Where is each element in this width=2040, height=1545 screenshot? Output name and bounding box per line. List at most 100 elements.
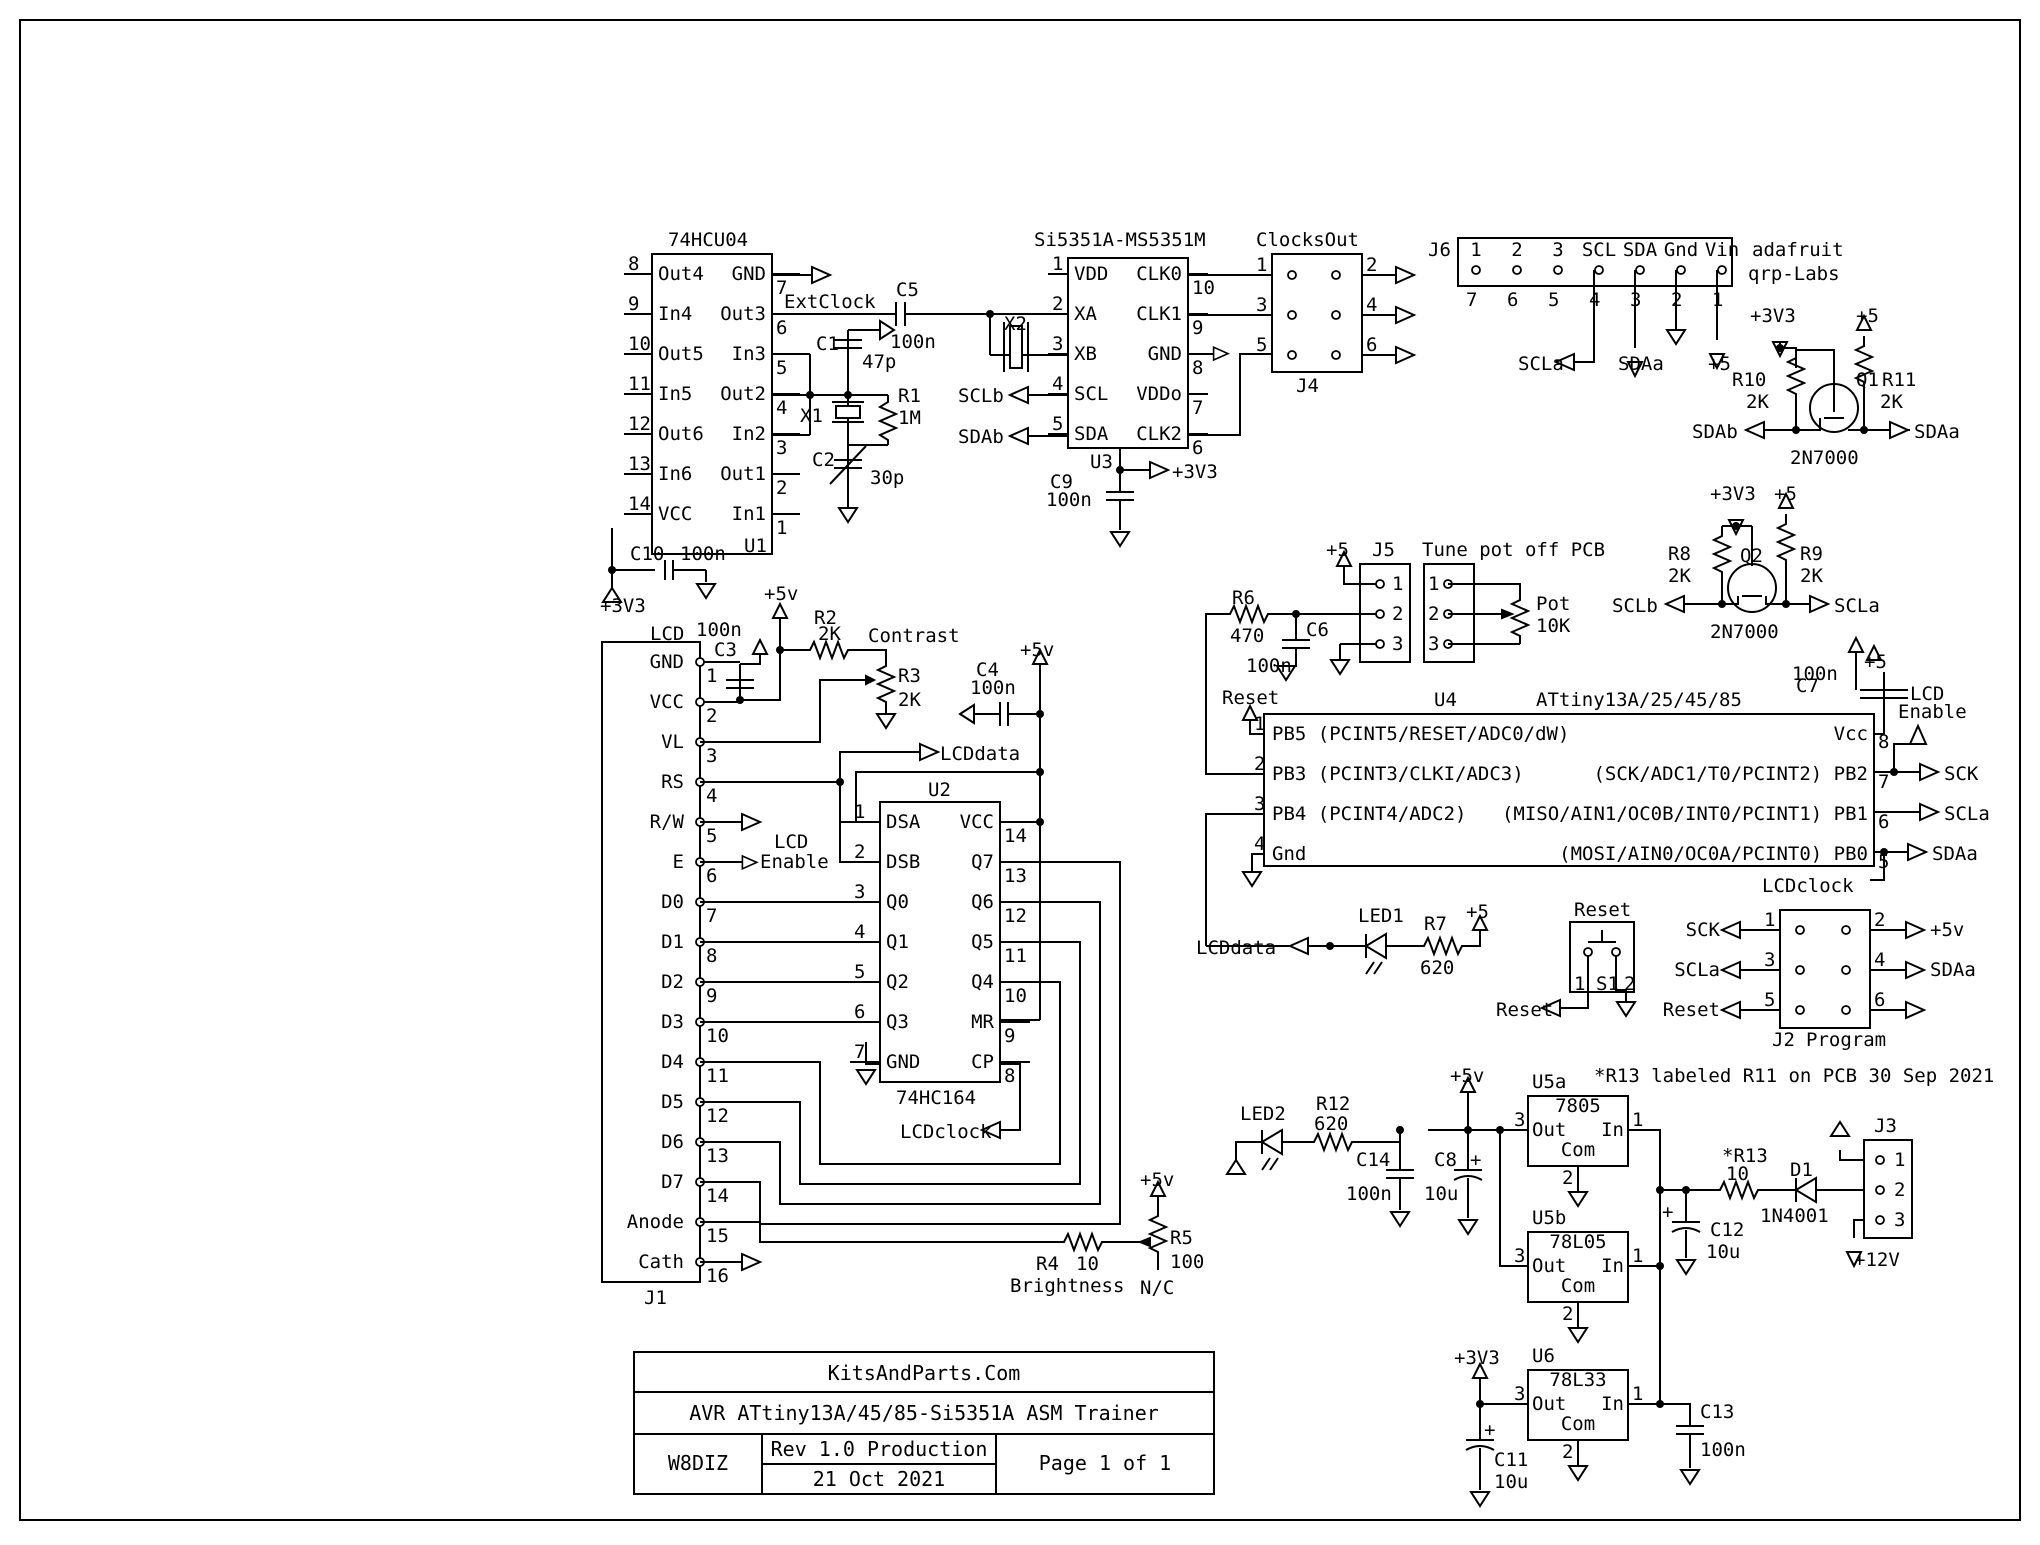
j1-pin-name-6: E bbox=[673, 851, 684, 873]
j3-pin-2: 2 bbox=[1894, 1179, 1905, 1201]
j5-plus5: +5 bbox=[1326, 539, 1349, 561]
u3-ref: U3 bbox=[1090, 451, 1113, 473]
j6-num-2: 5 bbox=[1548, 289, 1559, 311]
j1-pin-name-5: R/W bbox=[650, 811, 685, 833]
reg-out-0: Out bbox=[1532, 1119, 1566, 1141]
u4-ref: U4 bbox=[1434, 689, 1457, 711]
j1-pin-12: 12 bbox=[706, 1105, 729, 1127]
q2-net-right: SCLa bbox=[1834, 595, 1880, 617]
r9-ref: R9 bbox=[1800, 543, 1823, 565]
u3-pin-2: 2 bbox=[1052, 293, 1063, 315]
reg-pin-0: 1 bbox=[1632, 1109, 1643, 1131]
c14-val: 100n bbox=[1346, 1183, 1392, 1205]
c4-ref: C4 bbox=[976, 659, 999, 681]
u2-pin-13: 13 bbox=[1004, 865, 1027, 887]
u4-pin-7: 7 bbox=[1878, 771, 1889, 793]
q2-level-shifter: +3V3 +5 R8 2K SCLb Q2 R9 2K SCLa 2N7000 bbox=[1612, 483, 1880, 643]
u3-pin-7: 7 bbox=[1192, 397, 1203, 419]
u3-pin-10: 10 bbox=[1192, 277, 1215, 299]
j4-pin-5: 5 bbox=[1256, 334, 1267, 356]
u2-pin-name-6: Q3 bbox=[886, 1011, 909, 1033]
j1-pin-name-13: D6 bbox=[661, 1131, 684, 1153]
u3-pin-name-1: VDD bbox=[1074, 263, 1108, 285]
u1-pin-1: 1 bbox=[776, 517, 787, 539]
reg-part-2: 78L33 bbox=[1549, 1369, 1606, 1391]
c8-val: 10u bbox=[1424, 1183, 1458, 1205]
u1-pin-name-14: VCC bbox=[658, 503, 692, 525]
u3-part: Si5351A-MS5351M bbox=[1034, 229, 1206, 251]
r6-ref: R6 bbox=[1232, 587, 1255, 609]
u4-pin-name-2: PB3 (PCINT3/CLKI/ADC3) bbox=[1272, 763, 1524, 785]
u1-pin-name-5: In3 bbox=[732, 343, 766, 365]
j2-sig-3: SCLa bbox=[1674, 959, 1720, 981]
title-page: Page 1 of 1 bbox=[1039, 1451, 1171, 1475]
u3-pin-5: 5 bbox=[1052, 413, 1063, 435]
u1-ref: U1 bbox=[744, 535, 767, 557]
u3-pin-name-6: CLK2 bbox=[1136, 423, 1182, 445]
j4-pin-1: 1 bbox=[1256, 254, 1267, 276]
j6-label-1: 2 bbox=[1511, 239, 1522, 261]
u3-pin-4: 4 bbox=[1052, 373, 1063, 395]
q2-rail-left: +3V3 bbox=[1710, 483, 1756, 505]
reg-com-2: Com bbox=[1561, 1413, 1595, 1435]
c1-ref: C1 bbox=[816, 333, 839, 355]
u4-pin-name-8: Vcc bbox=[1834, 723, 1868, 745]
title-date: 21 Oct 2021 bbox=[813, 1467, 945, 1491]
reg-pin-2: 1 bbox=[1632, 1383, 1643, 1405]
r9-val: 2K bbox=[1800, 565, 1823, 587]
j1-pin-9: 9 bbox=[706, 985, 717, 1007]
r12-ref: R12 bbox=[1316, 1093, 1350, 1115]
u2-pin-name-11: Q5 bbox=[971, 931, 994, 953]
c9-val: 100n bbox=[1046, 489, 1092, 511]
c5-ref: C5 bbox=[896, 279, 919, 301]
u2-pin-6: 6 bbox=[854, 1001, 865, 1023]
u4-pin-name-1: PB5 (PCINT5/RESET/ADC0/dW) bbox=[1272, 723, 1569, 745]
u2-pin-11: 11 bbox=[1004, 945, 1027, 967]
c10-ref: C10 bbox=[630, 543, 664, 565]
reg-3v3: +3V3 bbox=[1454, 1347, 1500, 1369]
lcd-enable-2: Enable bbox=[760, 851, 829, 873]
u2-pin-name-3: Q0 bbox=[886, 891, 909, 913]
j1-pin-10: 10 bbox=[706, 1025, 729, 1047]
c8-plus: + bbox=[1470, 1149, 1481, 1171]
c7-val: 100n bbox=[1792, 663, 1838, 685]
j1-pin-4: 4 bbox=[706, 785, 717, 807]
u2-pin-name-2: DSB bbox=[886, 851, 920, 873]
u1-pin-13: 13 bbox=[628, 453, 651, 475]
j4-pin-3: 3 bbox=[1256, 294, 1267, 316]
u4-pin-name-5: (MOSI/AIN0/OC0A/PCINT0) PB0 bbox=[1559, 843, 1868, 865]
u2-pin-2: 2 bbox=[854, 841, 865, 863]
u1-pin-10: 10 bbox=[628, 333, 651, 355]
u3-pin-name-9: CLK1 bbox=[1136, 303, 1182, 325]
u4-lcd-enable-2: Enable bbox=[1898, 701, 1967, 723]
reg-com-0: Com bbox=[1561, 1139, 1595, 1161]
u3-pin-1: 1 bbox=[1052, 253, 1063, 275]
c6-ref: C6 bbox=[1306, 619, 1329, 641]
u3-pin-name-8: GND bbox=[1148, 343, 1182, 365]
r5-nc: N/C bbox=[1140, 1277, 1174, 1299]
u3-pin-9: 9 bbox=[1192, 317, 1203, 339]
c13-val: 100n bbox=[1700, 1439, 1746, 1461]
led2-ref: LED2 bbox=[1240, 1103, 1286, 1125]
r3-ref: R3 bbox=[898, 665, 921, 687]
u2-pin-9: 9 bbox=[1004, 1025, 1015, 1047]
r2-ref: R2 bbox=[814, 607, 837, 629]
u2-lcdclock: LCDclock bbox=[900, 1121, 992, 1143]
u4-pin-2: 2 bbox=[1254, 753, 1265, 775]
u1-pin-name-12: Out6 bbox=[658, 423, 704, 445]
j5-pin-2: 2 bbox=[1392, 603, 1403, 625]
u3-pin-3: 3 bbox=[1052, 333, 1063, 355]
u1-pin-name-2: Out1 bbox=[720, 463, 766, 485]
u2-pin-10: 10 bbox=[1004, 985, 1027, 1007]
j4-ref: J4 bbox=[1296, 375, 1319, 397]
c14-ref: C14 bbox=[1356, 1149, 1390, 1171]
title-rev: Rev 1.0 Production bbox=[771, 1437, 988, 1461]
reg-ref-0: U5a bbox=[1532, 1071, 1566, 1093]
c2-val: 30p bbox=[870, 467, 904, 489]
r1-ref: R1 bbox=[898, 385, 921, 407]
